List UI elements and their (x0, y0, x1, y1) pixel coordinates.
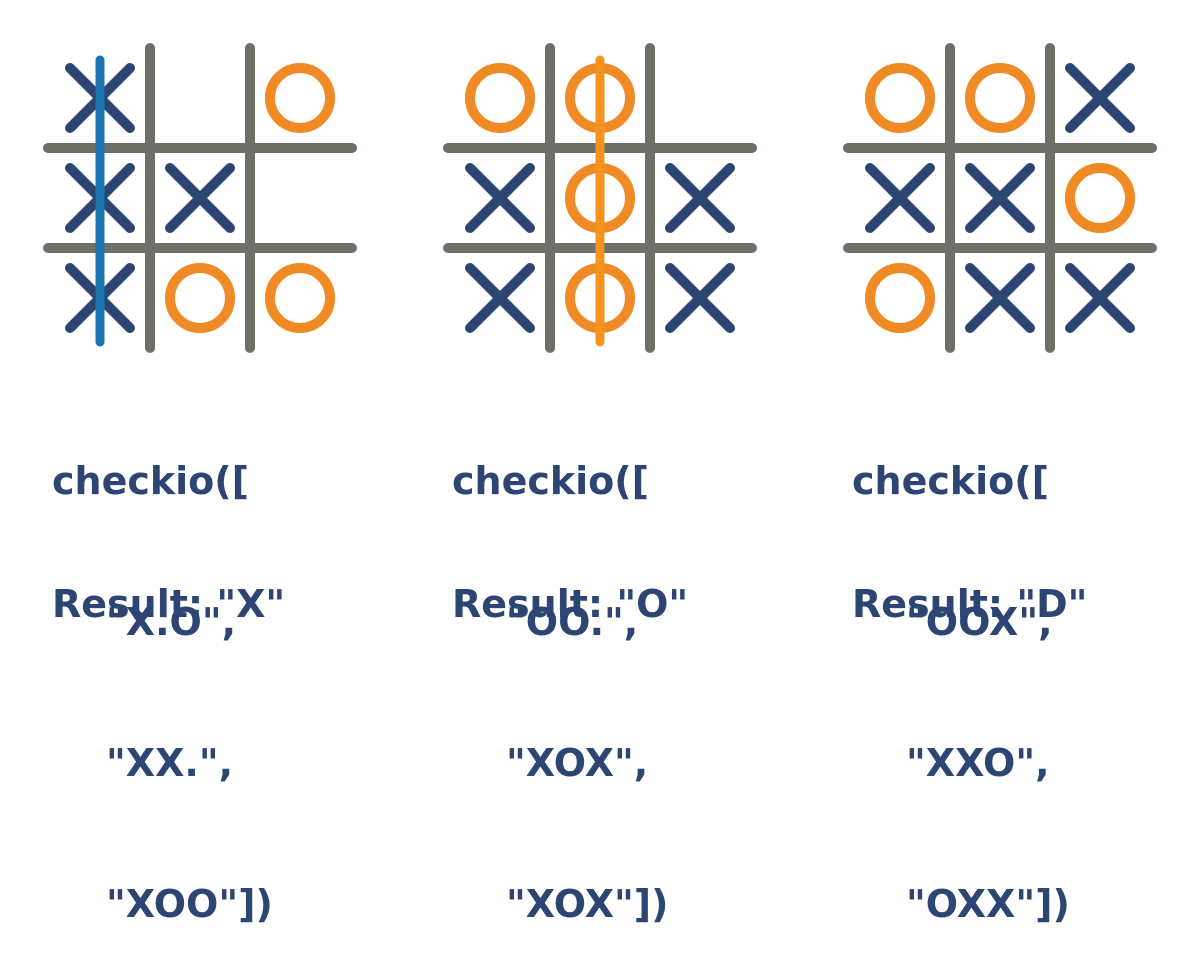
example-2-code-row-3: "XOX"]) (506, 882, 669, 926)
example-2-code: checkio([ "OO.", "XOX", "XOX"]) (452, 364, 669, 975)
example-1-code-row-2: "XX.", (106, 741, 234, 785)
example-3-code-open: checkio([ (852, 459, 1050, 503)
board-3-cell-2-1-x-mark (865, 163, 935, 233)
example-3-code-row-1: "OOX", (906, 600, 1053, 644)
board-2-cell-3-3-x-mark (665, 263, 735, 333)
example-1-code-row-1: "X.O", (106, 600, 237, 644)
board-3-cell-1-3-x-mark (1065, 63, 1135, 133)
board-3-cell-2-3-o-mark (1065, 163, 1135, 233)
board-2-cell-1-1-o-mark (465, 63, 535, 133)
example-1-code: checkio([ "X.O", "XX.", "XOO"]) (52, 364, 273, 975)
board-2-cell-3-1-x-mark (465, 263, 535, 333)
board-1-cell-3-3-o-mark (265, 263, 335, 333)
example-3-result: Result: "D" (852, 582, 1088, 626)
board-3-cell-1-1-o-mark (865, 63, 935, 133)
board-1-cell-1-3-o-mark (265, 63, 335, 133)
board-2-cell-2-1-x-mark (465, 163, 535, 233)
board-1-cell-3-2-o-mark (165, 263, 235, 333)
example-3-code: checkio([ "OOX", "XXO", "OXX"]) (852, 364, 1070, 975)
board-3-cell-3-3-x-mark (1065, 263, 1135, 333)
board-2-cell-2-3-x-mark (665, 163, 735, 233)
tic-tac-toe-examples (43, 43, 1157, 353)
example-2-result: Result: "O" (452, 582, 689, 626)
board-3-cell-1-2-o-mark (965, 63, 1035, 133)
board-3-cell-3-1-o-mark (865, 263, 935, 333)
board-3-cell-3-2-x-mark (965, 263, 1035, 333)
example-2-code-open: checkio([ (452, 459, 650, 503)
board-3-cell-2-2-x-mark (965, 163, 1035, 233)
example-2-code-row-1: "OO.", (506, 600, 639, 644)
example-1-code-open: checkio([ (52, 459, 250, 503)
example-3-code-row-3: "OXX"]) (906, 882, 1070, 926)
example-1-result: Result: "X" (52, 582, 286, 626)
example-3-code-row-2: "XXO", (906, 741, 1050, 785)
example-1-code-row-3: "XOO"]) (106, 882, 273, 926)
board-1-cell-2-2-x-mark (165, 163, 235, 233)
example-2-code-row-2: "XOX", (506, 741, 649, 785)
